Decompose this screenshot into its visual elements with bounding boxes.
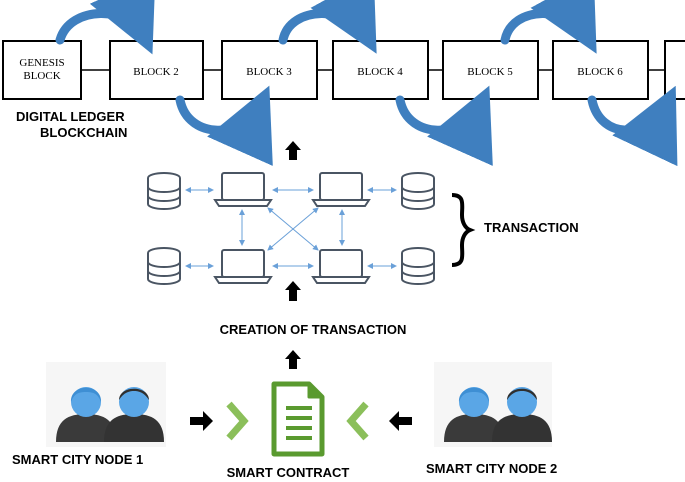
block-3-label: BLOCK 3 <box>246 66 292 78</box>
transaction-label: TRANSACTION <box>484 220 579 235</box>
node1-group <box>46 362 166 447</box>
creation-of-transaction-label: CREATION OF TRANSACTION <box>220 322 407 337</box>
block-5-label: BLOCK 5 <box>467 66 513 78</box>
block-4-label: BLOCK 4 <box>357 66 403 78</box>
smart-contract-label: SMART CONTRACT <box>227 465 350 480</box>
right-arrow-icon <box>190 411 213 431</box>
ledger-caption-line1: DIGITAL LEDGER <box>16 109 125 124</box>
network-link <box>267 207 319 251</box>
smart-contract-document-icon <box>271 381 325 457</box>
up-arrow-icon <box>285 350 301 369</box>
block-5: BLOCK 5 <box>442 40 539 100</box>
block-next-partial <box>664 40 685 100</box>
ledger-caption-line2: BLOCKCHAIN <box>40 125 127 140</box>
curved-arrow-icon <box>175 85 273 167</box>
curved-arrow-icon <box>587 85 678 167</box>
curved-arrow-icon <box>395 85 493 167</box>
smart-city-node-1-label: SMART CITY NODE 1 <box>12 452 143 467</box>
curved-arrow-icon <box>55 0 156 55</box>
laptop-icon <box>311 249 371 284</box>
laptop-icon <box>311 172 371 207</box>
user-icon <box>104 387 164 442</box>
curly-brace-icon <box>451 193 476 267</box>
up-arrow-icon <box>285 281 301 301</box>
curved-arrow-icon <box>500 0 597 54</box>
peer-network: TRANSACTION <box>147 172 579 285</box>
chevron-right-icon <box>226 401 249 441</box>
block-4: BLOCK 4 <box>332 40 429 100</box>
laptop-icon <box>213 249 273 284</box>
block-6-label: BLOCK 6 <box>577 66 623 78</box>
laptop-icon <box>213 172 273 207</box>
database-icon <box>147 172 181 210</box>
node2-group <box>434 362 552 447</box>
user-icon <box>492 387 552 442</box>
block-2: BLOCK 2 <box>109 40 204 100</box>
up-arrow-icon <box>285 141 301 160</box>
chevron-left-icon <box>346 401 369 441</box>
database-icon <box>147 247 181 285</box>
smart-city-node-2-label: SMART CITY NODE 2 <box>426 461 557 476</box>
curved-arrow-icon <box>278 0 377 54</box>
left-arrow-icon <box>389 411 412 431</box>
block-6: BLOCK 6 <box>552 40 649 100</box>
user-icon <box>444 387 504 442</box>
user-icon <box>56 387 116 442</box>
block-3: BLOCK 3 <box>221 40 318 100</box>
block-2-label: BLOCK 2 <box>133 66 179 78</box>
database-icon <box>401 172 435 210</box>
database-icon <box>401 247 435 285</box>
